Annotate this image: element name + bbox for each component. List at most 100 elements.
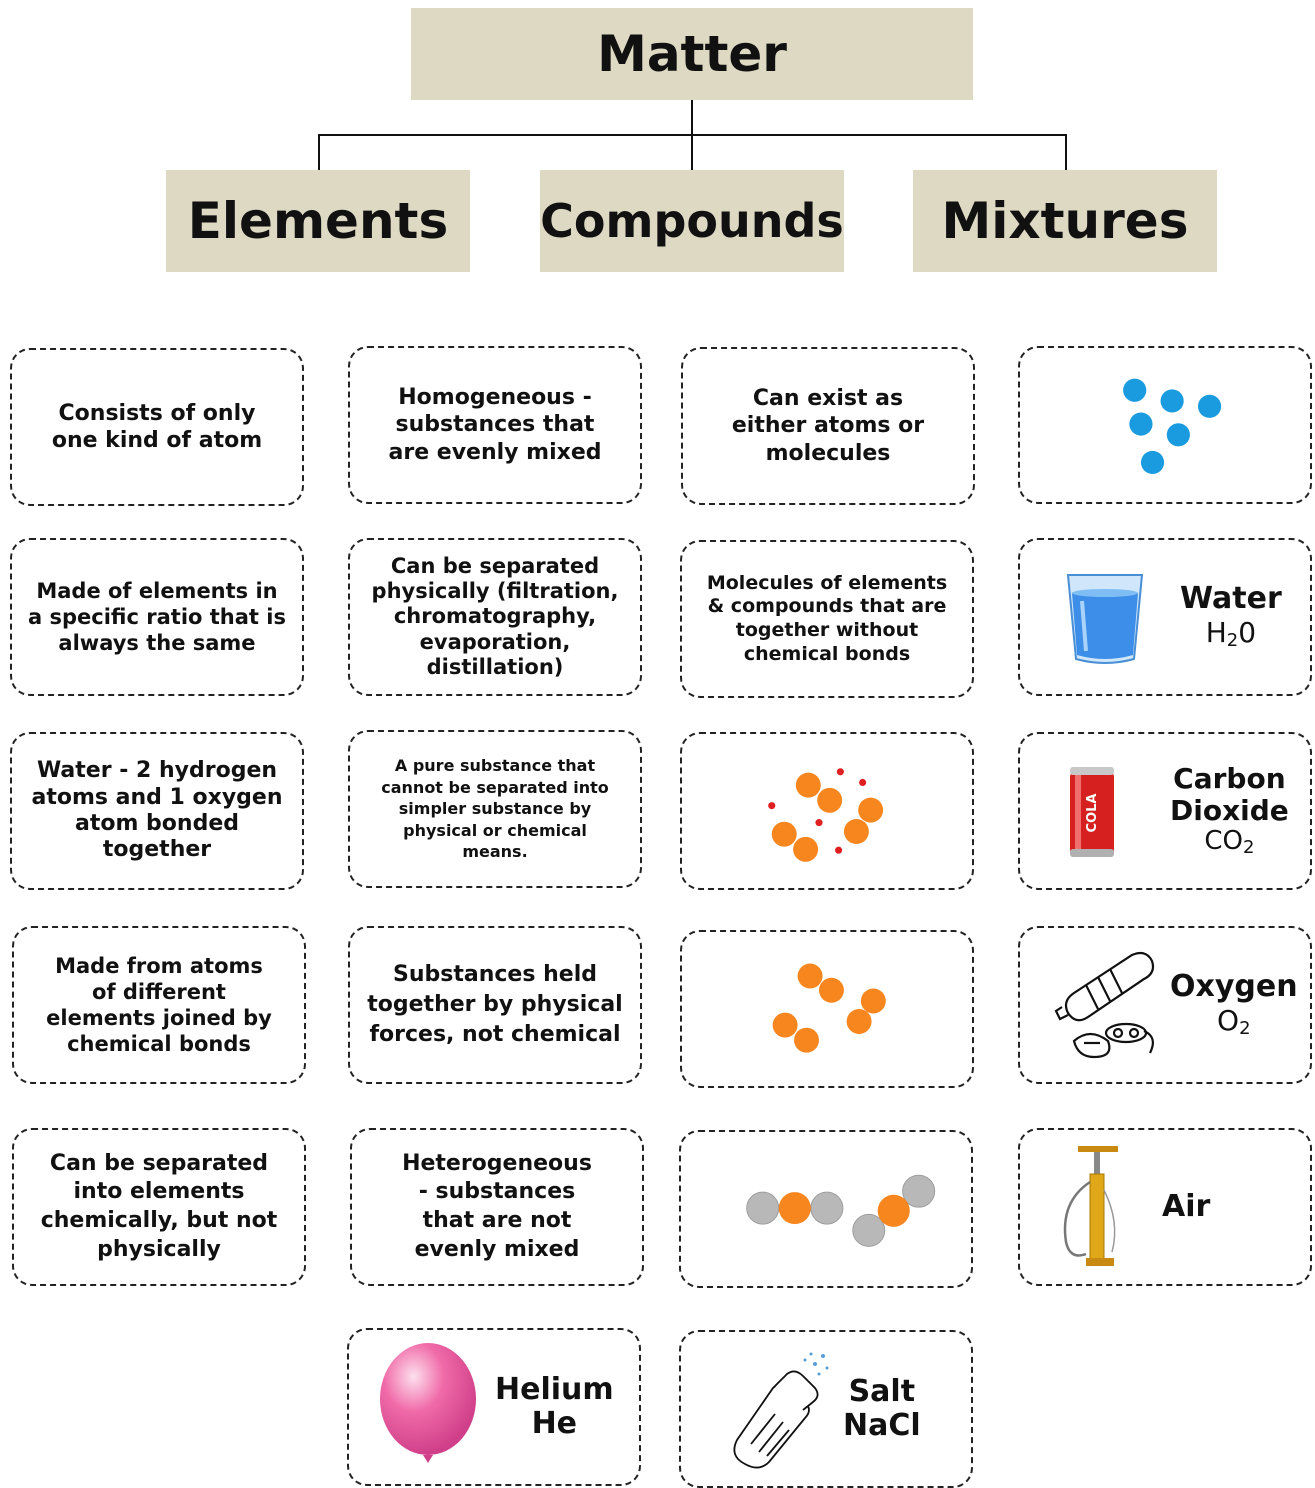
card-text: Can be separated into elements chemicall… [40, 1150, 278, 1262]
card-r1c2[interactable]: Homogeneous - substances that are evenly… [348, 346, 642, 504]
glass-of-water-icon [1066, 574, 1144, 664]
carbon-dioxide-name-line1: Carbon [1173, 761, 1286, 795]
orange-atom [877, 1194, 910, 1227]
water-name: Water [1180, 581, 1282, 617]
carbon-dioxide-name-line2: Dioxide [1170, 794, 1289, 828]
red-particle [835, 846, 843, 854]
orange-atom [795, 772, 821, 798]
card-r4c1[interactable]: Made from atoms of different elements jo… [12, 926, 306, 1084]
formula-base: H [1205, 615, 1227, 649]
red-particle [815, 819, 823, 827]
orange-atom [771, 821, 797, 847]
helium-name: Helium [495, 1371, 614, 1407]
card-r2c1[interactable]: Made of elements in a specific ratio tha… [10, 538, 304, 696]
matter-label: Matter [597, 25, 787, 83]
salt-name: Salt [848, 1373, 916, 1409]
formula-subscript: 2 [1242, 837, 1255, 859]
card-r3c2[interactable]: A pure substance that cannot be separate… [348, 730, 642, 888]
blue-atom [1166, 423, 1190, 447]
gray-atom [852, 1213, 886, 1247]
oxygen-name: Oxygen [1170, 969, 1298, 1005]
blue-atom [1123, 378, 1147, 402]
card-r2c3[interactable]: Molecules of elements & compounds that a… [680, 540, 974, 698]
connector-elements [318, 134, 320, 170]
blue-atom [1197, 394, 1222, 418]
compound-atoms-diagram [772, 963, 886, 1053]
orange-atom [793, 836, 819, 862]
helium-formula: He [531, 1406, 578, 1441]
card-helium[interactable]: Helium He [347, 1328, 641, 1486]
card-r5c1[interactable]: Can be separated into elements chemicall… [12, 1128, 306, 1286]
air-label: Air [1162, 1188, 1211, 1225]
air-name: Air [1162, 1188, 1211, 1224]
card-r3c1[interactable]: Water - 2 hydrogen atoms and 1 oxygen at… [10, 732, 304, 890]
oxygen-label: Oxygen O2 [1170, 970, 1298, 1039]
connector-horizontal [318, 134, 1067, 136]
red-particle [836, 768, 844, 776]
connector-mixtures [1065, 134, 1067, 170]
compounds-label: Compounds [540, 194, 844, 248]
orange-atom [778, 1192, 811, 1225]
card-r5c2[interactable]: Heterogeneous - substances that are not … [350, 1128, 644, 1286]
gray-atom [746, 1191, 780, 1225]
orange-atom [860, 988, 886, 1014]
card-r2c2[interactable]: Can be separated physically (filtration,… [348, 538, 642, 696]
oxygen-formula: O2 [1170, 1003, 1298, 1040]
card-text: Made of elements in a specific ratio tha… [28, 578, 286, 656]
blue-atom [1129, 412, 1153, 436]
element-atoms-diagram [1123, 378, 1222, 475]
card-molecule-mixture[interactable] [679, 1130, 973, 1288]
formula-subscript: 2 [1226, 629, 1239, 651]
card-text: Homogeneous - substances that are evenly… [388, 384, 602, 465]
orange-atom [794, 1027, 819, 1053]
card-compound-atoms[interactable] [680, 930, 974, 1088]
carbon-dioxide-label: Carbon Dioxide CO2 [1170, 761, 1289, 859]
card-text: Consists of only one kind of atom [51, 400, 263, 454]
formula-base: O [1217, 1003, 1240, 1037]
red-particle [859, 778, 867, 787]
blue-atom [1140, 450, 1165, 475]
card-r1c3[interactable]: Can exist as either atoms or molecules [681, 347, 975, 505]
card-text: Can be separated physically (filtration,… [371, 554, 619, 679]
red-particle [768, 802, 776, 810]
card-oxygen[interactable]: Oxygen O2 [1018, 926, 1312, 1084]
scuba-tank-icon [1054, 951, 1155, 1059]
compounds-header: Compounds [540, 170, 844, 272]
orange-atom [846, 1009, 872, 1034]
formula-base: CO [1204, 826, 1243, 857]
card-r1c1[interactable]: Consists of only one kind of atom [10, 348, 304, 506]
salt-label: Salt NaCl [843, 1373, 921, 1444]
orange-atom [797, 963, 823, 989]
formula-subscript: 2 [1239, 1017, 1251, 1039]
card-air[interactable]: Air [1018, 1128, 1312, 1286]
salt-shaker-icon [733, 1352, 829, 1469]
card-carbon-dioxide[interactable]: COLA Carbon Dioxide CO2 [1018, 732, 1312, 890]
water-formula: H20 [1180, 615, 1282, 652]
orange-atom [843, 819, 869, 844]
card-text: Made from atoms of different elements jo… [46, 953, 272, 1057]
matter-header: Matter [411, 8, 973, 100]
bicycle-pump-icon [1063, 1146, 1118, 1266]
elements-label: Elements [187, 192, 449, 250]
gray-atom [810, 1191, 844, 1225]
gray-atom [902, 1174, 936, 1208]
card-mixture-atoms[interactable] [680, 732, 974, 890]
mixture-atoms-diagram [768, 768, 884, 862]
formula-tail: 0 [1238, 615, 1257, 649]
card-salt[interactable]: Salt NaCl [679, 1330, 973, 1488]
card-text: Can exist as either atoms or molecules [731, 385, 925, 466]
card-element-atoms[interactable] [1018, 346, 1312, 504]
card-r4c2[interactable]: Substances held together by physical for… [348, 926, 642, 1084]
mixtures-header: Mixtures [913, 170, 1217, 272]
card-water[interactable]: Water H20 [1018, 538, 1312, 696]
can-label: COLA [1085, 794, 1100, 833]
orange-atom [818, 977, 844, 1003]
blue-atom [1160, 389, 1184, 413]
card-text: A pure substance that cannot be separate… [381, 756, 609, 862]
orange-atom [817, 787, 843, 813]
helium-label: Helium He [495, 1371, 614, 1442]
cola-can-icon: COLA [1070, 767, 1114, 857]
mixtures-label: Mixtures [941, 192, 1189, 250]
card-text: Water - 2 hydrogen atoms and 1 oxygen at… [31, 758, 283, 863]
water-label: Water H20 [1180, 582, 1282, 651]
